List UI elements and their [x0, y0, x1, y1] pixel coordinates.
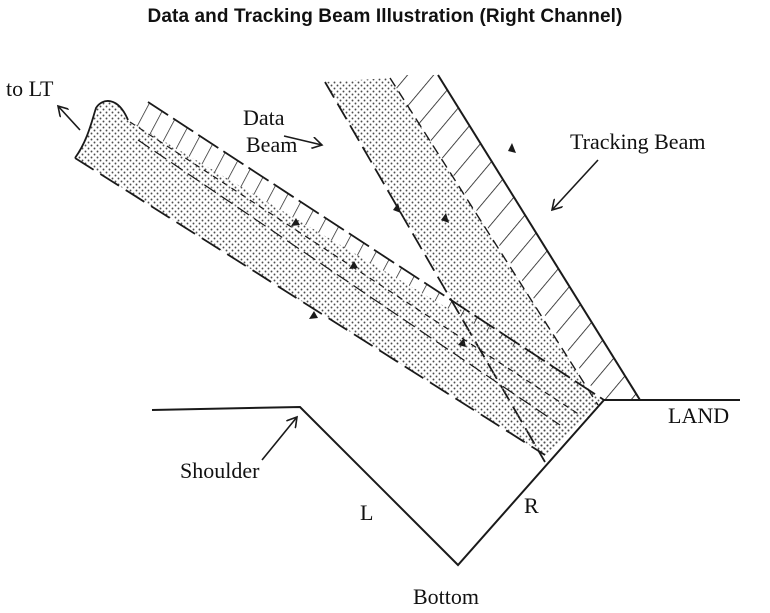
label-to-lt: to LT: [6, 76, 54, 101]
label-left-wall: L: [360, 500, 373, 525]
label-bottom: Bottom: [413, 584, 479, 609]
arrow-icon: [261, 417, 297, 461]
label-land: LAND: [668, 403, 729, 428]
arrowhead-icon: [309, 311, 318, 319]
label-data-beam-line1: Data: [243, 105, 285, 130]
arrow-icon: [552, 159, 599, 210]
flow-arrowheads: [291, 143, 516, 347]
label-data-beam-line2: Beam: [246, 132, 297, 157]
arrowhead-icon: [291, 218, 300, 226]
arrowhead-icon: [508, 143, 516, 153]
tracking-beam: [388, 74, 641, 401]
arrowhead-icon: [393, 203, 401, 213]
label-tracking-beam: Tracking Beam: [570, 129, 705, 154]
arrowhead-icon: [441, 213, 449, 223]
label-right-wall: R: [524, 493, 539, 518]
arrow-icon: [58, 106, 81, 131]
arrowhead-icon: [349, 261, 358, 269]
diagram-title: Data and Tracking Beam Illustration (Rig…: [147, 6, 623, 27]
arrowhead-icon: [458, 338, 466, 347]
reflected-beam-hatched: [129, 101, 605, 426]
groove-profile: [151, 399, 740, 567]
leader-arrows: [58, 106, 599, 461]
reflected-beam-dotted: [74, 100, 604, 456]
label-shoulder: Shoulder: [180, 458, 260, 483]
arrow-icon: [283, 135, 322, 145]
